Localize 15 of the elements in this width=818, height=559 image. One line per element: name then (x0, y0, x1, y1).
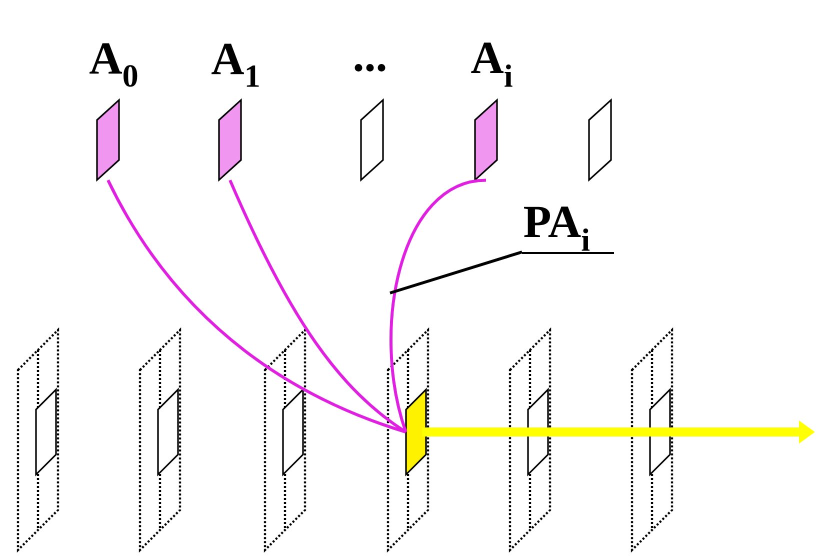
connector-curve (390, 178, 486, 432)
frame-strip (264, 327, 306, 552)
frame-strip (630, 327, 674, 552)
frame-strip (386, 327, 430, 552)
leader-line (390, 250, 522, 294)
frame-strip (16, 327, 60, 552)
letter-label: A$_{0}$ (90, 43, 138, 87)
underlined-label: PA$_{i}$ (522, 206, 614, 254)
ellipsis: ... (354, 64, 386, 72)
frame-strip (138, 327, 182, 552)
letter-label: A$_{1}$ (212, 44, 259, 87)
letter-label: A$_{i}$ (471, 42, 512, 87)
frame-strip (508, 327, 552, 552)
connector-curve (106, 180, 406, 434)
connector-curve (228, 180, 407, 434)
